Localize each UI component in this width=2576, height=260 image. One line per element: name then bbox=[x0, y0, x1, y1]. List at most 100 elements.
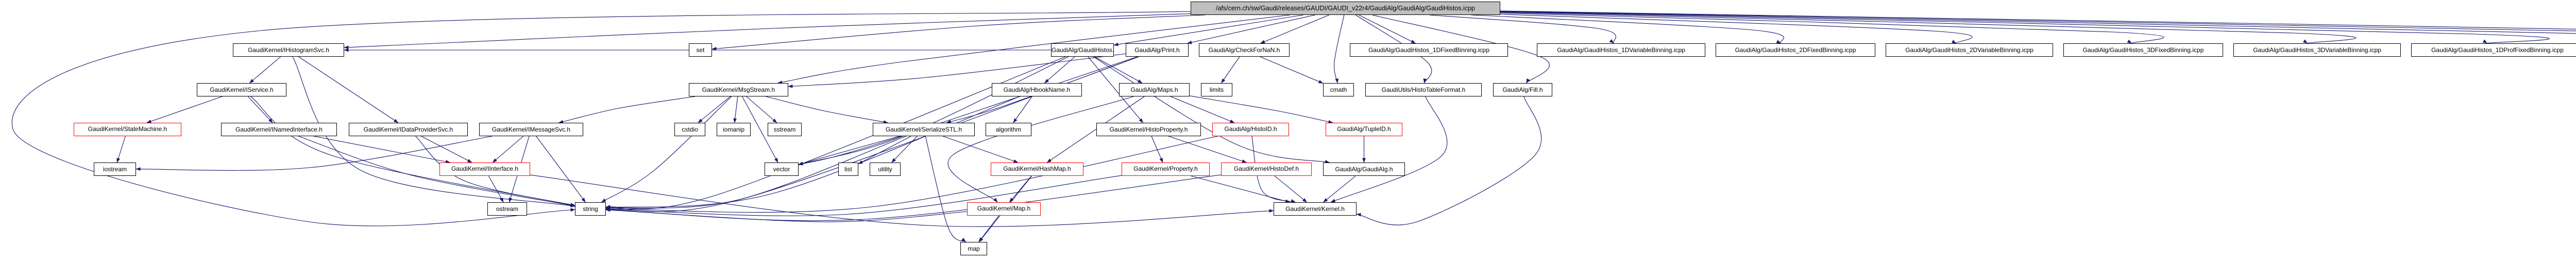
graph-edge-gaudihistos_h-maps bbox=[1094, 56, 1143, 84]
graph-edge-serializestl-map bbox=[925, 136, 966, 242]
graph-node-root: /afs/cern.ch/sw/Gaudi/releases/GAUDI/GAU… bbox=[1191, 2, 1500, 15]
graph-edge-root-print bbox=[1187, 14, 1315, 44]
graph-edge-ihistogramsvc-iservice bbox=[249, 56, 281, 84]
graph-edge-hashmap-map_h bbox=[1009, 175, 1032, 203]
graph-node-msgstream[interactable]: GaudiKernel/MsgStream.h bbox=[689, 83, 788, 96]
graph-node-icpp6[interactable]: GaudiAlg/GaudiHistos_3DVariableBinning.i… bbox=[2233, 43, 2401, 57]
graph-edge-root-ihistogramsvc bbox=[344, 13, 1191, 50]
graph-node-map[interactable]: map bbox=[960, 242, 987, 255]
graph-edge-msgstream-imessagesvc bbox=[558, 96, 696, 124]
graph-node-sstream[interactable]: sstream bbox=[768, 123, 802, 136]
graph-edge-root-gaudihistos_h bbox=[1113, 14, 1303, 46]
graph-edge-serializestl-string bbox=[605, 136, 906, 210]
graph-node-algorithm[interactable]: algorithm bbox=[986, 123, 1031, 136]
graph-node-hbookname[interactable]: GaudiAlg/HbookName.h bbox=[992, 83, 1082, 96]
graph-edge-gaudialg-kernel bbox=[1323, 175, 1356, 203]
graph-edge-gaudihistos_h-hbookname bbox=[1044, 56, 1075, 84]
graph-node-fill[interactable]: GaudiAlg/Fill.h bbox=[1493, 83, 1552, 96]
graph-node-iservice[interactable]: GaudiKernel/IService.h bbox=[197, 83, 286, 96]
graph-node-tupleid[interactable]: GaudiAlg/TupleID.h bbox=[1326, 123, 1402, 136]
graph-node-icpp7[interactable]: GaudiAlg/GaudiHistos_1DProfFixedBinning.… bbox=[2411, 43, 2576, 57]
graph-node-kernel[interactable]: GaudiKernel/Kernel.h bbox=[1274, 202, 1357, 216]
graph-edge-msgstream-iomanip bbox=[733, 96, 738, 123]
graph-node-icpp2[interactable]: GaudiAlg/GaudiHistos_1DVariableBinning.i… bbox=[1537, 43, 1705, 57]
graph-node-histoproperty[interactable]: GaudiKernel/HistoProperty.h bbox=[1096, 123, 1201, 136]
graph-edge-root-icpp10 bbox=[1500, 10, 2576, 29]
graph-edge-root-icpp3 bbox=[1471, 14, 1784, 44]
graph-node-iinterface[interactable]: GaudiKernel/IInterface.h bbox=[439, 163, 530, 176]
graph-node-cstdio[interactable]: cstdio bbox=[674, 123, 705, 136]
graph-node-idataprovidersvc[interactable]: GaudiKernel/IDataProviderSvc.h bbox=[349, 123, 468, 136]
graph-edge-imessagesvc-string bbox=[536, 136, 586, 203]
graph-node-icpp3[interactable]: GaudiAlg/GaudiHistos_2DFixedBinning.icpp bbox=[1716, 43, 1875, 57]
graph-node-serializestl[interactable]: GaudiKernel/SerializeSTL.h bbox=[873, 123, 975, 136]
graph-edge-root-checkfornan bbox=[1260, 14, 1330, 44]
graph-edge-ihistogramsvc-idataprovidersvc bbox=[298, 56, 399, 123]
graph-edge-inamedinterface-string bbox=[298, 136, 575, 207]
graph-node-map_h[interactable]: GaudiKernel/Map.h bbox=[967, 202, 1041, 216]
graph-node-ihistogramsvc[interactable]: GaudiKernel/IHistogramSvc.h bbox=[233, 43, 344, 57]
graph-edge-root-histotableformat bbox=[1355, 14, 1432, 84]
graph-node-icpp5[interactable]: GaudiAlg/GaudiHistos_3DFixedBinning.icpp bbox=[2063, 43, 2223, 57]
graph-edge-hbookname-algorithm bbox=[1013, 96, 1032, 123]
graph-edge-msgstream-vector bbox=[742, 96, 778, 163]
graph-edge-iservice-statemachine bbox=[146, 96, 223, 123]
graph-node-cmath[interactable]: cmath bbox=[1323, 83, 1354, 96]
graph-node-iomanip[interactable]: iomanip bbox=[717, 123, 751, 136]
graph-edge-root-fill bbox=[1372, 14, 1550, 84]
graph-edge-maps-histoid bbox=[1170, 96, 1235, 123]
graph-edge-root-icpp9 bbox=[1500, 11, 2576, 31]
graph-edge-root-icpp2 bbox=[1429, 14, 1616, 44]
graph-edge-map_h-string bbox=[605, 208, 968, 222]
graph-node-histodef[interactable]: GaudiKernel/HistoDef.h bbox=[1221, 163, 1312, 176]
graph-node-string[interactable]: string bbox=[575, 202, 606, 216]
graph-edge-root-icpp1 bbox=[1359, 14, 1416, 44]
graph-node-histoid[interactable]: GaudiAlg/HistoID.h bbox=[1212, 123, 1289, 136]
graph-node-gaudihistos_h[interactable]: GaudiAlg/GaudiHistos.h bbox=[1051, 43, 1114, 57]
graph-edge-checkfornan-limits bbox=[1221, 56, 1240, 84]
graph-edge-histoproperty-histodef bbox=[1168, 136, 1247, 163]
graph-edge-root-cmath bbox=[1334, 14, 1345, 84]
graph-node-histotableformat[interactable]: GaudiUtils/HistoTableFormat.h bbox=[1365, 83, 1482, 96]
graph-edge-iinterface-kernel bbox=[530, 174, 1274, 227]
graph-node-print[interactable]: GaudiAlg/Print.h bbox=[1126, 43, 1189, 57]
graph-node-vector[interactable]: vector bbox=[765, 163, 799, 176]
graph-edge-property-string bbox=[605, 175, 1122, 216]
graph-node-statemachine[interactable]: GaudiKernel/StateMachine.h bbox=[74, 123, 181, 136]
graph-node-icpp1[interactable]: GaudiAlg/GaudiHistos_1DFixedBinning.icpp bbox=[1350, 43, 1508, 57]
graph-node-hashmap[interactable]: GaudiKernel/HashMap.h bbox=[991, 163, 1083, 176]
graph-node-iostream[interactable]: iostream bbox=[94, 163, 136, 176]
graph-node-inamedinterface[interactable]: GaudiKernel/INamedInterface.h bbox=[221, 123, 337, 136]
graph-node-icpp4[interactable]: GaudiAlg/GaudiHistos_2DVariableBinning.i… bbox=[1886, 43, 2053, 57]
graph-edge-gaudihistos_h-histoproperty bbox=[1088, 56, 1144, 123]
graph-edge-histoproperty-property bbox=[1151, 136, 1163, 163]
graph-edge-maps-map_h bbox=[947, 96, 1134, 203]
graph-node-checkfornan[interactable]: GaudiAlg/CheckForNaN.h bbox=[1199, 43, 1290, 57]
graph-edge-serializestl-list bbox=[858, 136, 911, 165]
graph-edge-ihistogramsvc-string bbox=[292, 56, 575, 207]
graph-edge-maps-hashmap bbox=[1046, 96, 1145, 163]
graph-node-set[interactable]: set bbox=[689, 43, 712, 57]
graph-node-utility[interactable]: utility bbox=[870, 163, 901, 176]
graph-node-maps[interactable]: GaudiAlg/Maps.h bbox=[1119, 83, 1190, 96]
graph-edge-root-msgstream bbox=[777, 14, 1290, 84]
graph-edge-msgstream-cstdio bbox=[698, 96, 731, 123]
graph-edge-iservice-inamedinterface bbox=[247, 96, 273, 123]
graph-node-limits[interactable]: limits bbox=[1201, 83, 1232, 96]
graph-edge-statemachine-iostream bbox=[116, 136, 126, 163]
graph-node-gaudialg[interactable]: GaudiAlg/GaudiAlg.h bbox=[1323, 163, 1405, 176]
graph-edge-msgstream-sstream bbox=[746, 96, 777, 123]
graph-node-imessagesvc[interactable]: GaudiKernel/IMessageSvc.h bbox=[479, 123, 583, 136]
graph-edge-serializestl-utility bbox=[891, 136, 918, 163]
graph-edge-inamedinterface-iinterface bbox=[313, 136, 451, 164]
graph-edge-print-msgstream bbox=[788, 53, 1126, 88]
graph-node-list[interactable]: list bbox=[838, 163, 858, 176]
graph-edge-imessagesvc-iostream bbox=[135, 136, 493, 171]
graph-node-ostream[interactable]: ostream bbox=[487, 202, 527, 216]
graph-edge-serializestl-vector bbox=[798, 136, 900, 165]
graph-node-property[interactable]: GaudiKernel/Property.h bbox=[1122, 163, 1210, 176]
graph-edge-checkfornan-cmath bbox=[1260, 56, 1324, 84]
graph-edge-iinterface-ostream bbox=[488, 175, 504, 203]
graph-edge-histoid-string bbox=[605, 136, 1218, 213]
